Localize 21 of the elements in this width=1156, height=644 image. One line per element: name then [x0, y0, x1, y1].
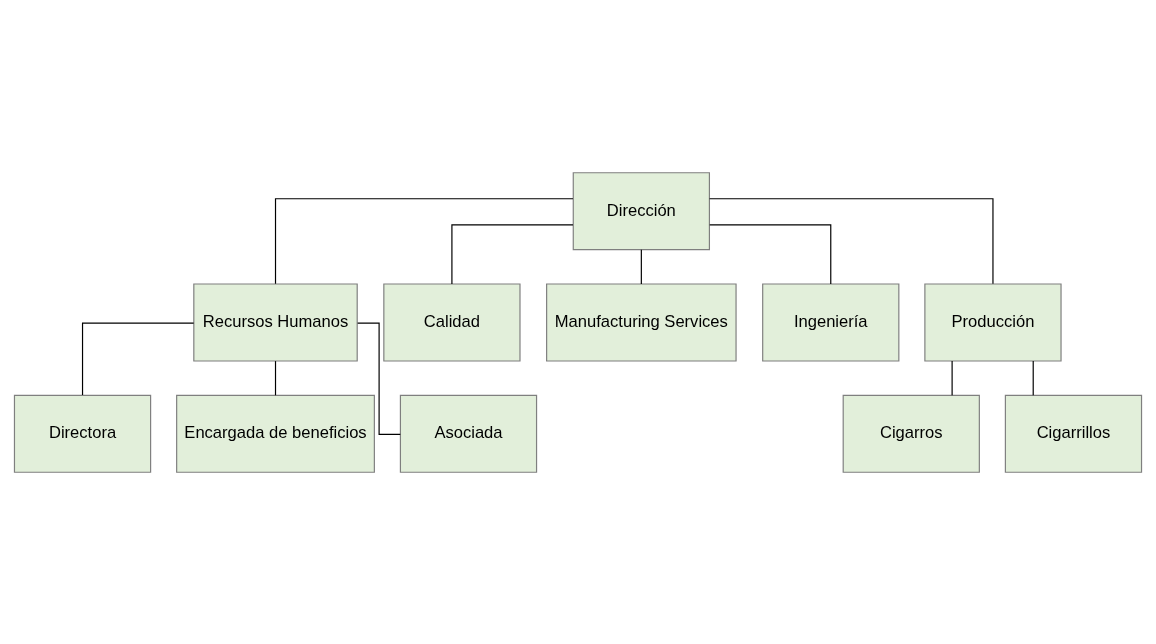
connector: [274, 360, 277, 396]
node-box: Producción: [924, 282, 1062, 362]
node-box: Calidad: [383, 282, 521, 362]
connector: [451, 223, 574, 284]
node-box: Dirección: [572, 171, 710, 250]
node-box: Manufacturing Services: [546, 282, 737, 362]
node-box: Encargada de beneficios: [176, 394, 375, 473]
connector: [951, 360, 953, 396]
node-box: Ingeniería: [762, 282, 900, 362]
connector: [274, 197, 574, 284]
connector: [81, 322, 195, 396]
node-box: Cigarros: [842, 394, 980, 473]
connector: [1032, 360, 1034, 396]
connector: [357, 322, 401, 435]
node-box: Asociada: [399, 394, 538, 473]
connector: [708, 197, 994, 284]
connector: [640, 248, 642, 285]
node-box: Cigarrillos: [1004, 394, 1143, 473]
node-box: Recursos Humanos: [193, 282, 358, 362]
connector: [709, 223, 832, 284]
node-box: Directora: [13, 394, 152, 473]
